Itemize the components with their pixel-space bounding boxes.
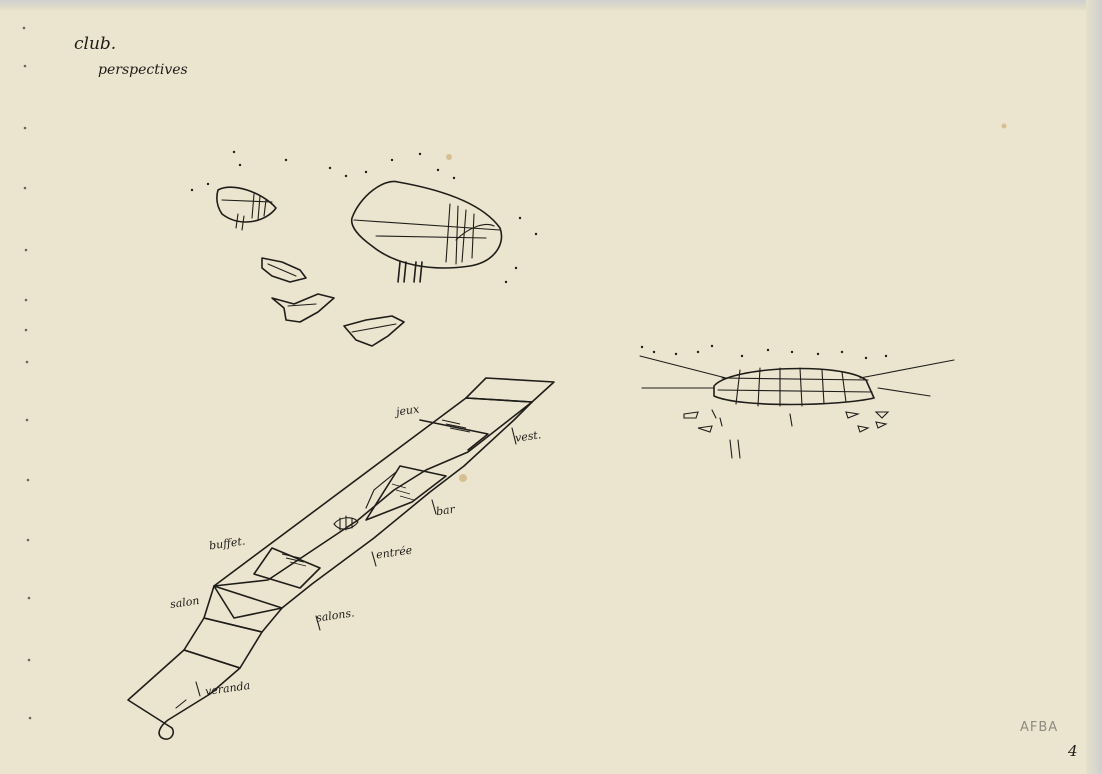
sheet-top-edge [0, 0, 1102, 10]
page-number: 4 [1068, 742, 1078, 760]
margin-dots [22, 26, 32, 720]
ink-stain [446, 154, 452, 160]
ink-stain [459, 474, 467, 482]
small-shelters-sketch [261, 257, 405, 347]
sheet-subtitle: perspectives [98, 62, 188, 78]
sheet-right-edge [1086, 0, 1102, 774]
stadium-perspective-sketch [639, 344, 955, 459]
club-building-plan-sketch [127, 377, 555, 740]
label-bar: bar [435, 502, 456, 519]
canopy-pavilion-sketch [350, 180, 503, 283]
sheet-title: club. [74, 34, 117, 54]
archive-mark: AFBA [1020, 720, 1059, 735]
ink-stain [1001, 123, 1007, 129]
tree-dots [190, 150, 538, 284]
small-pavilion-sketch [216, 186, 277, 231]
